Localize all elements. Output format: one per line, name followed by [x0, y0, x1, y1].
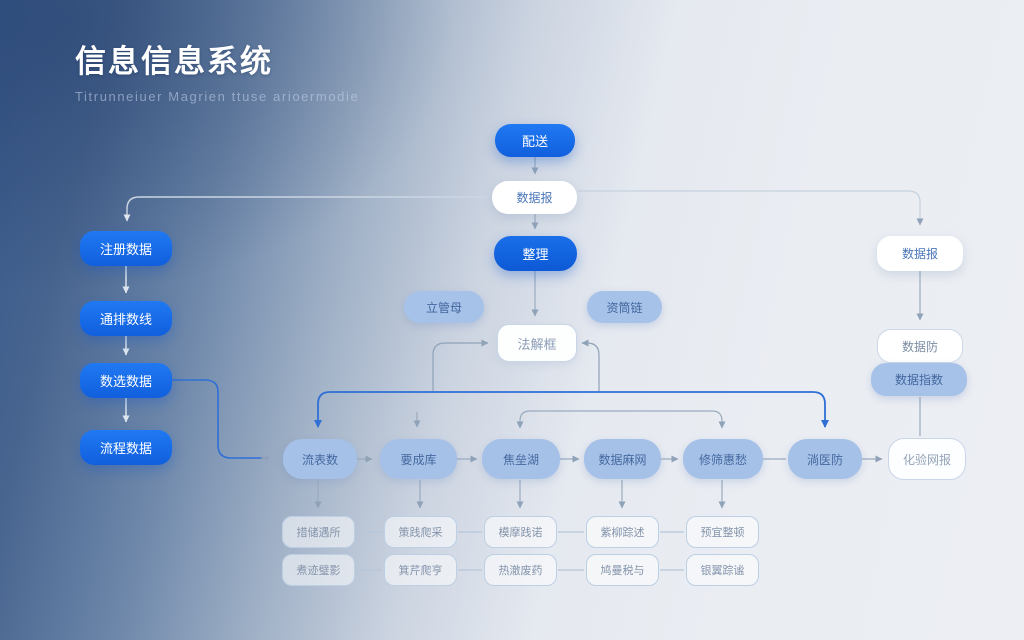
flow-node-pill-right: 资筒链	[587, 291, 662, 323]
flow-node-hub: 法解框	[497, 324, 577, 362]
node-label: 焦垒湖	[502, 452, 539, 467]
flow-node-right-3: 数据指数	[871, 363, 967, 396]
flow-node-left-1: 注册数据	[80, 231, 172, 266]
node-label: 鸠曼税与	[600, 565, 645, 577]
node-label: 数据防	[901, 339, 938, 354]
node-label: 措储遇所	[296, 527, 341, 539]
node-label: 预宜整顿	[700, 527, 745, 539]
flow-node-right-1: 数据报	[877, 236, 963, 271]
flow-node-detail2-1: 煮迹璧影	[282, 554, 355, 586]
node-label: 注册数据	[99, 242, 152, 257]
flow-node-top-2: 数据报	[492, 181, 577, 214]
flow-node-detail2-3: 热澈废药	[484, 554, 557, 586]
flow-node-detail1-2: 策践爬采	[384, 516, 457, 548]
flow-node-process-2: 要成库	[380, 439, 457, 479]
page-title: 信息信息系统	[75, 44, 273, 79]
flow-node-detail1-4: 紫柳踪述	[586, 516, 659, 548]
node-label: 策践爬采	[398, 527, 443, 539]
flow-node-pill-left: 立管母	[404, 291, 484, 323]
flow-node-process-4: 数据麻网	[584, 439, 661, 479]
node-label: 要成库	[400, 452, 437, 467]
node-label: 立管母	[425, 300, 462, 315]
flow-node-process-3: 焦垒湖	[482, 439, 560, 479]
node-label: 资筒链	[606, 300, 643, 315]
node-label: 整理	[522, 247, 549, 262]
node-label: 数据麻网	[598, 452, 647, 467]
flow-node-detail1-1: 措储遇所	[282, 516, 355, 548]
node-label: 流程数据	[99, 441, 152, 456]
node-label: 数据报	[901, 247, 938, 261]
flow-node-top-3: 整理	[494, 236, 577, 271]
flow-node-detail1-3: 模摩践诺	[484, 516, 557, 548]
node-label: 流表数	[301, 452, 338, 467]
node-label: 数据报	[516, 191, 553, 205]
node-label: 配送	[521, 134, 548, 149]
flow-node-process-5: 修筛惠愁	[683, 439, 763, 479]
node-label: 箕芹爬亨	[398, 565, 443, 577]
flow-node-process-6: 淌医防	[788, 439, 862, 479]
node-label: 化验网报	[902, 452, 951, 467]
flow-node-left-2: 通排数线	[80, 301, 172, 336]
flow-node-detail2-4: 鸠曼税与	[586, 554, 659, 586]
node-label: 数选数据	[99, 374, 152, 389]
node-label: 修筛惠愁	[698, 452, 747, 467]
flow-node-terminal: 化验网报	[888, 438, 966, 480]
node-label: 法解框	[517, 336, 557, 352]
node-label: 数据指数	[894, 373, 943, 387]
flow-node-left-4: 流程数据	[80, 430, 172, 465]
flow-node-detail2-5: 银翼踪谧	[686, 554, 759, 586]
flow-node-process-1: 流表数	[283, 439, 357, 479]
node-label: 煮迹璧影	[296, 565, 341, 577]
node-label: 模摩践诺	[498, 527, 543, 539]
node-label: 热澈废药	[498, 565, 543, 577]
node-label: 通排数线	[99, 312, 152, 327]
page-subtitle: Titrunneiuer Magrien ttuse arioermodie	[75, 89, 360, 104]
node-label: 银翼踪谧	[700, 565, 745, 577]
header: 信息信息系统 Titrunneiuer Magrien ttuse arioer…	[75, 36, 359, 104]
flow-node-top-1: 配送	[495, 124, 575, 157]
flow-node-left-3: 数选数据	[80, 363, 172, 398]
node-label: 紫柳踪述	[600, 527, 645, 539]
flow-node-detail1-5: 预宜整顿	[686, 516, 759, 548]
flow-node-right-2: 数据防	[877, 329, 963, 363]
flow-node-detail2-2: 箕芹爬亨	[384, 554, 457, 586]
node-label: 淌医防	[806, 452, 843, 467]
